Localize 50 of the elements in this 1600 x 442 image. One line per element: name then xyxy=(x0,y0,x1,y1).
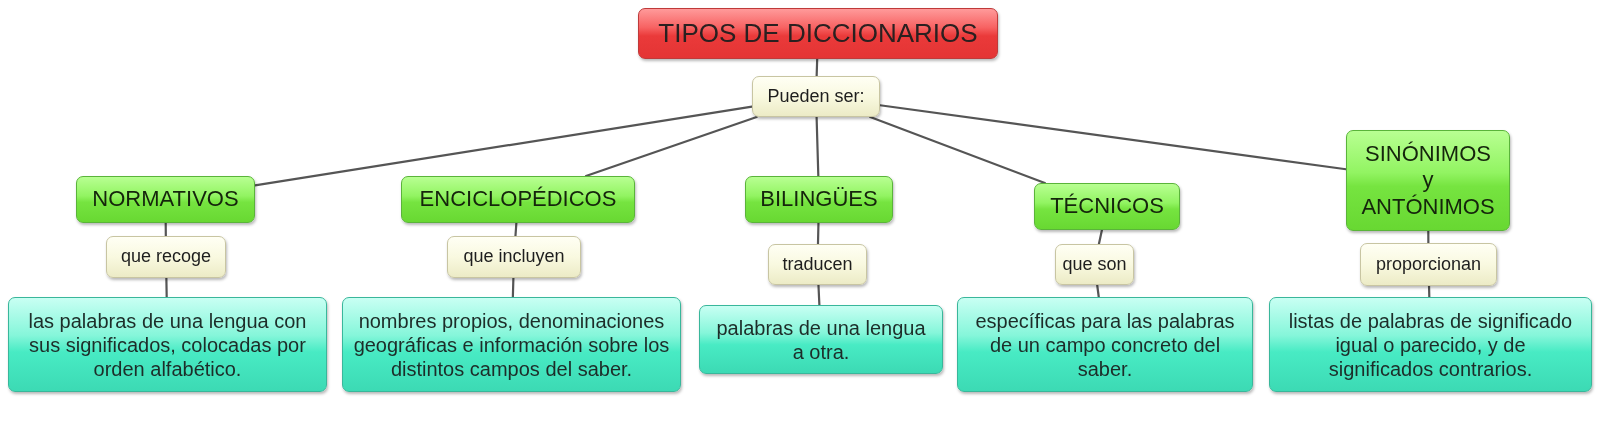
description-box xyxy=(8,297,327,392)
linking-phrase-text: que recoge xyxy=(120,246,212,268)
description-text: las palabras de una lengua con sus significados, colocadas por orden alfabético. xyxy=(27,308,308,381)
category-text: NORMATIVOS xyxy=(92,186,239,213)
linking-phrase-box xyxy=(1055,244,1134,285)
connector-line xyxy=(1096,283,1100,299)
connector-line xyxy=(253,105,754,187)
linking-phrase-text: que son xyxy=(1062,253,1127,276)
description-box xyxy=(1269,297,1592,392)
connector-line xyxy=(1427,284,1431,299)
linking-phrase-box xyxy=(752,76,880,117)
category-text: ENCICLOPÉDICOS xyxy=(419,186,617,213)
connector-line xyxy=(584,115,758,178)
main-topic-text: TIPOS DE DICCIONARIOS xyxy=(658,17,978,50)
connector-line xyxy=(815,115,820,178)
connector-line xyxy=(1427,229,1430,245)
connector-line xyxy=(878,104,1348,171)
category-box xyxy=(76,176,255,223)
description-box xyxy=(699,305,943,374)
description-text: nombres propios, denominaciones geográficas e información sobre los distintos campos del saber. xyxy=(352,308,671,381)
connector-line xyxy=(165,276,168,299)
linking-phrase-box xyxy=(1360,243,1497,286)
linking-phrase-text: proporcionan xyxy=(1375,253,1482,276)
description-box xyxy=(957,297,1253,392)
connector-line xyxy=(514,221,518,238)
category-box xyxy=(1034,183,1180,230)
linking-phrase-box xyxy=(106,236,226,278)
description-box xyxy=(342,297,681,392)
connector-line xyxy=(164,221,167,238)
linking-phrase-text: Pueden ser: xyxy=(767,85,865,108)
linking-phrase-text: que incluyen xyxy=(463,246,565,268)
linking-phrase-box xyxy=(447,236,581,278)
category-text: BILINGÜES xyxy=(760,186,878,213)
connector-line xyxy=(869,115,1046,185)
connector-line xyxy=(1097,228,1104,246)
main-topic-box xyxy=(638,8,998,59)
connector-line xyxy=(511,276,515,299)
connector-line xyxy=(817,283,821,307)
description-text: palabras de una lengua a otra. xyxy=(715,315,927,364)
description-text: listas de palabras de significado igual o parecido, y de significados contrarios. xyxy=(1287,308,1574,381)
linking-phrase-box xyxy=(768,244,867,285)
linking-phrase-text: traducen xyxy=(782,253,853,276)
category-text: SINÓNIMOS y ANTÓNIMOS xyxy=(1360,140,1496,221)
category-box xyxy=(745,176,893,223)
description-text: específicas para las palabras de un campo concreto del saber. xyxy=(974,308,1236,381)
connector-line xyxy=(816,221,820,246)
category-text: TÉCNICOS xyxy=(1050,193,1164,220)
category-box xyxy=(1346,130,1510,231)
category-box xyxy=(401,176,635,223)
connector-line xyxy=(815,57,819,78)
